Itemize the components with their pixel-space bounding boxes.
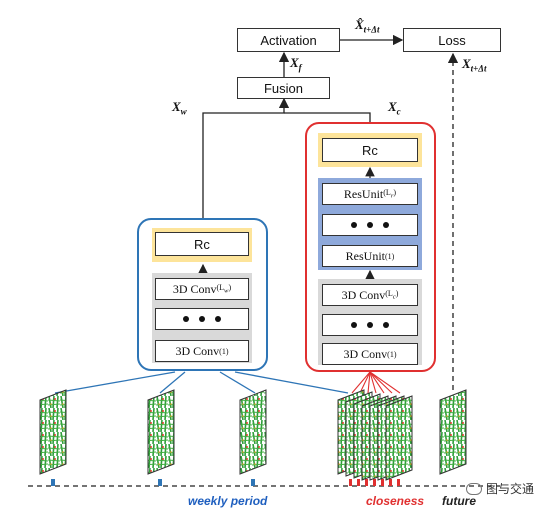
weekly-period-label: weekly period	[188, 494, 268, 508]
closeness-conv-ellipsis-box	[322, 314, 418, 336]
xhat-label: X̂t+Δt	[355, 17, 380, 35]
closeness-ticks	[349, 479, 400, 486]
closeness-rc-box: Rc	[322, 138, 418, 162]
ellipsis-icon	[183, 316, 221, 322]
closeness-frame-7	[385, 395, 413, 481]
closeness-resunit-top-box: ResUnit(Lr)	[322, 183, 418, 205]
weekly-conv-top-box: 3D Conv(Lw)	[155, 278, 249, 300]
activation-label: Activation	[260, 32, 317, 48]
weekly-frame-3	[239, 389, 267, 475]
arrow-closeness-to-fusion	[284, 112, 371, 122]
closeness-resunit-ellipsis-box	[322, 214, 418, 236]
arrow-weekly-to-fusion	[202, 97, 290, 218]
loss-label: Loss	[438, 32, 466, 48]
fusion-box: Fusion	[237, 77, 330, 99]
closeness-label: closeness	[366, 494, 425, 508]
closeness-input-lines	[351, 371, 401, 394]
closeness-resunit-bottom-box: ResUnit(1)	[322, 245, 418, 267]
weekly-frame-2	[147, 389, 175, 475]
wechat-icon	[466, 482, 482, 495]
weekly-rc-box: Rc	[155, 232, 249, 256]
ellipsis-icon	[351, 322, 389, 328]
closeness-conv-top-box: 3D Conv(Lc)	[322, 284, 418, 306]
watermark: 图与交通	[466, 480, 534, 497]
future-label: future	[442, 494, 476, 508]
xf-label: Xf	[290, 55, 302, 73]
closeness-module	[305, 122, 436, 372]
weekly-ticks	[51, 479, 255, 486]
fusion-label: Fusion	[263, 80, 304, 96]
weekly-conv-bottom-box: 3D Conv(1)	[155, 340, 249, 362]
activation-box: Activation	[237, 28, 340, 52]
weekly-ellipsis-box	[155, 308, 249, 330]
watermark-text: 图与交通	[486, 482, 535, 496]
closeness-conv-bottom-box: 3D Conv(1)	[322, 343, 418, 365]
weekly-module	[137, 218, 268, 371]
loss-box: Loss	[403, 28, 501, 52]
xt-label: Xt+Δt	[462, 56, 487, 74]
weekly-frame-1	[39, 389, 67, 475]
xc-label: Xc	[388, 99, 401, 117]
xw-label: Xw	[172, 99, 187, 117]
weekly-input-lines	[54, 371, 349, 394]
future-frame	[439, 389, 467, 475]
ellipsis-icon	[351, 222, 389, 228]
